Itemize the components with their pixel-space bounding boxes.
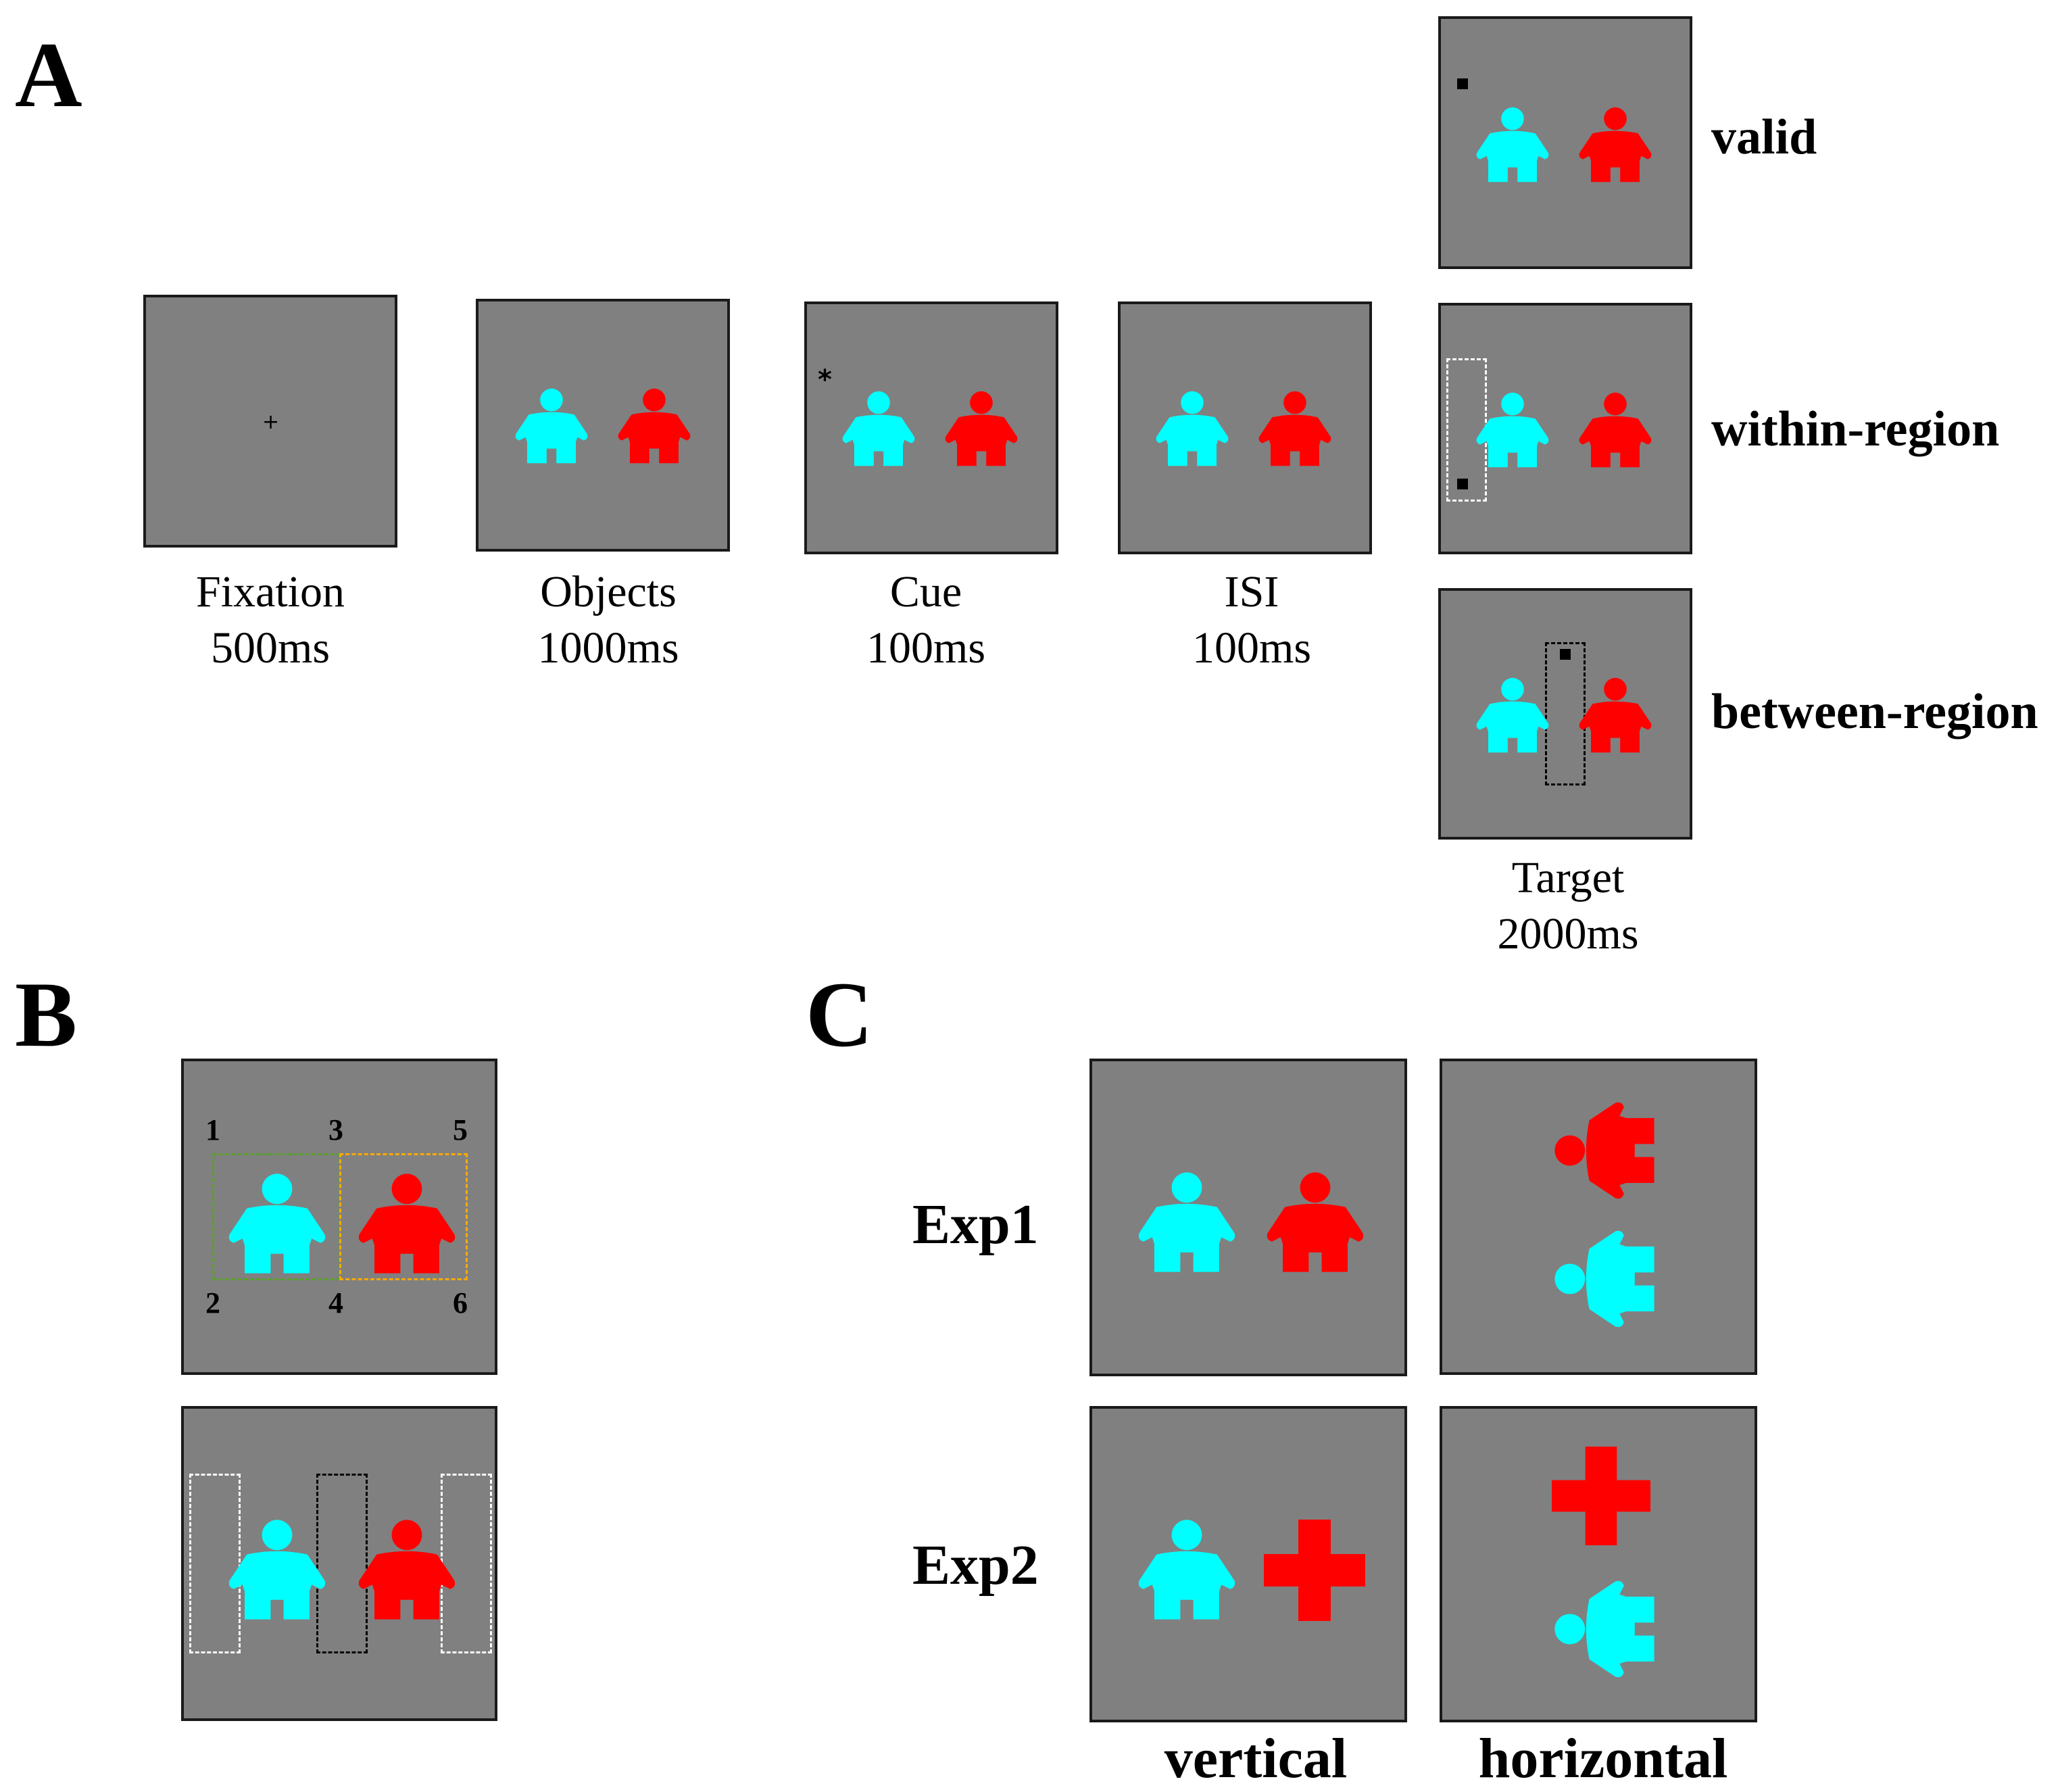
person-icon: [511, 385, 592, 466]
person-icon: [941, 388, 1022, 469]
orientation-vertical-label: vertical: [1164, 1727, 1348, 1790]
condition-valid-label: valid: [1711, 110, 1817, 165]
caption-objects-name: Objects: [540, 567, 677, 616]
panel-letter-a: A: [15, 23, 82, 126]
cue-screen: *: [804, 301, 1058, 554]
person-icon: [1254, 388, 1335, 469]
person-icon: [353, 1169, 461, 1278]
target-between-region-screen: [1438, 588, 1692, 840]
person-icon: [614, 385, 695, 466]
caption-objects-duration: 1000ms: [537, 623, 679, 673]
target-dot: [1457, 479, 1468, 489]
caption-objects: Objects 1000ms: [466, 564, 750, 676]
caption-target-duration: 2000ms: [1497, 909, 1639, 959]
target-dot: [1457, 78, 1468, 89]
region-layout-screen: 1 2 3 4 5 6: [181, 1059, 497, 1375]
caption-fixation-name: Fixation: [195, 567, 345, 616]
target-valid-screen: [1438, 16, 1692, 269]
caption-fixation-duration: 500ms: [210, 623, 330, 673]
middle-region-box: [316, 1474, 368, 1653]
person-icon: [1550, 1096, 1659, 1205]
fixation-screen: +: [143, 295, 397, 548]
caption-target-name: Target: [1511, 853, 1625, 902]
person-icon: [1550, 1225, 1659, 1333]
person-icon: [1575, 389, 1656, 470]
person-icon: [1261, 1168, 1369, 1276]
person-icon: [223, 1516, 331, 1624]
caption-fixation: Fixation 500ms: [128, 564, 412, 676]
condition-within-region-label: within-region: [1711, 402, 2000, 457]
region-number-5: 5: [453, 1113, 468, 1146]
region-number-4: 4: [328, 1286, 343, 1319]
exp2-label: Exp2: [912, 1534, 1039, 1597]
fixation-cross-icon: +: [262, 410, 280, 434]
person-icon: [1575, 675, 1656, 756]
exp2-horizontal-screen: [1440, 1406, 1757, 1722]
region-number-1: 1: [205, 1113, 220, 1146]
person-icon: [1472, 104, 1553, 185]
isi-screen: [1118, 301, 1372, 554]
panel-letter-c: C: [806, 963, 873, 1066]
person-icon: [353, 1516, 461, 1624]
cue-asterisk-icon: *: [818, 364, 832, 395]
caption-isi: ISI 100ms: [1110, 564, 1394, 676]
person-icon: [1550, 1575, 1659, 1683]
person-icon: [838, 388, 919, 469]
region-number-2: 2: [205, 1286, 220, 1319]
person-icon: [223, 1169, 331, 1278]
target-dot: [1560, 649, 1571, 660]
target-regions-screen: [181, 1406, 497, 1721]
caption-cue: Cue 100ms: [784, 564, 1068, 676]
person-icon: [1472, 675, 1553, 756]
cross-icon: [1552, 1447, 1650, 1545]
region-number-3: 3: [328, 1113, 343, 1146]
person-icon: [1133, 1516, 1241, 1624]
caption-isi-name: ISI: [1224, 567, 1279, 616]
objects-screen: [476, 299, 730, 552]
exp1-label: Exp1: [912, 1193, 1039, 1256]
left-outer-region-box: [189, 1474, 241, 1653]
condition-between-region-label: between-region: [1711, 684, 2038, 740]
caption-cue-name: Cue: [889, 567, 962, 616]
cross-icon: [1264, 1520, 1365, 1621]
region-number-6: 6: [453, 1286, 468, 1319]
right-region-box: [339, 1153, 468, 1280]
exp1-vertical-screen: [1089, 1059, 1407, 1376]
person-icon: [1133, 1168, 1241, 1276]
exp1-horizontal-screen: [1440, 1059, 1757, 1375]
caption-isi-duration: 100ms: [1192, 623, 1312, 673]
target-within-region-screen: [1438, 303, 1692, 554]
caption-target: Target 2000ms: [1426, 850, 1710, 962]
person-icon: [1152, 388, 1233, 469]
orientation-horizontal-label: horizontal: [1478, 1727, 1728, 1790]
exp2-vertical-screen: [1089, 1406, 1407, 1722]
region-box-outline: [1545, 642, 1586, 785]
panel-letter-b: B: [15, 963, 78, 1066]
person-icon: [1472, 389, 1553, 470]
caption-cue-duration: 100ms: [866, 623, 986, 673]
person-icon: [1575, 104, 1656, 185]
